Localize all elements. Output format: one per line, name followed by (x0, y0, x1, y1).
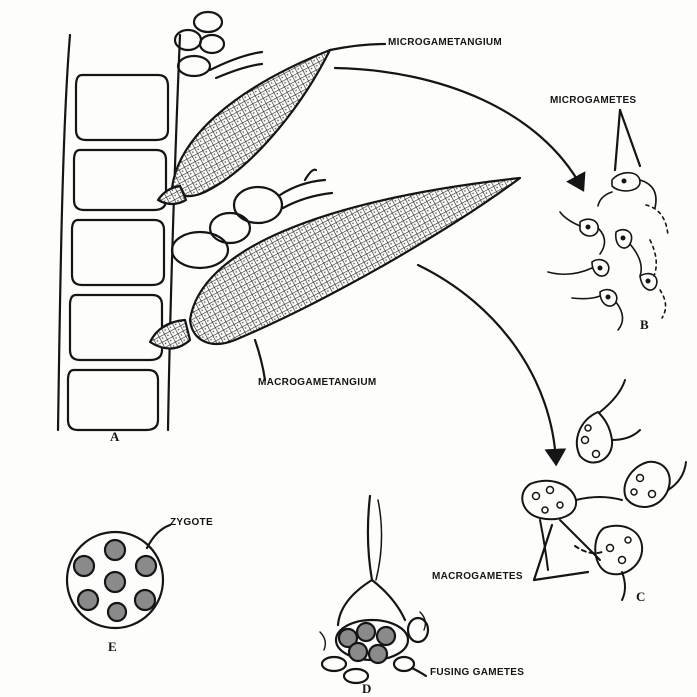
macrogametes-label: MACROGAMETES (432, 572, 523, 582)
macrogametangium-body (190, 178, 520, 344)
microgametangium-body (172, 50, 330, 196)
microgametangium-label: MICROGAMETANGIUM (388, 38, 502, 48)
arrow-to-macrogametes (418, 265, 556, 462)
upper-branch (175, 12, 262, 78)
panel-b-label: B (640, 318, 649, 331)
panel-a-label: A (110, 430, 119, 443)
fusing-gametes-label: FUSING GAMETES (430, 668, 524, 678)
zygote-label: ZYGOTE (170, 518, 213, 528)
panel-c-label: C (636, 590, 645, 603)
microgametes-label: MICROGAMETES (550, 96, 636, 106)
panel-d-label: D (362, 682, 371, 695)
main-filament (58, 35, 180, 430)
panel-e-label: E (108, 640, 117, 653)
arrow-to-microgametes (335, 68, 582, 188)
fusing-gametes (320, 496, 428, 683)
microgametes-group (548, 173, 668, 330)
macrogametangium-label: MACROGAMETANGIUM (258, 378, 377, 388)
